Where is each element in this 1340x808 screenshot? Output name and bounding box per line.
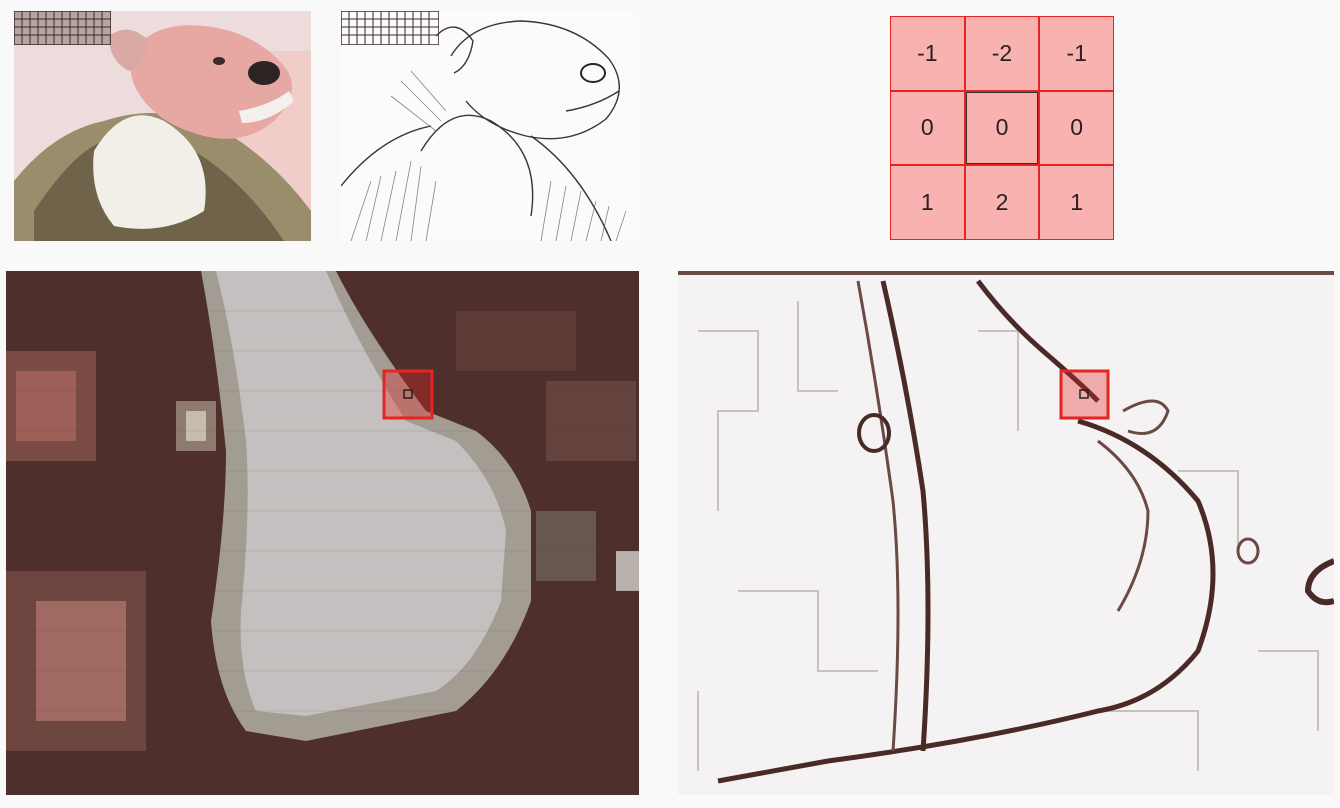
kernel-cell: -1 (1039, 16, 1114, 91)
kernel-cell: 1 (890, 165, 965, 240)
zoomed-edge-output-pixels (678, 271, 1334, 795)
sobel-kernel-matrix: -1 -2 -1 0 0 0 1 2 1 (890, 16, 1114, 240)
edge-detected-image-thumbnail (341, 11, 639, 241)
kernel-cell: 0 (890, 90, 965, 166)
kernel-cell: -1 (890, 16, 965, 91)
original-image-thumbnail (14, 11, 311, 241)
kernel-cell: -2 (964, 16, 1040, 91)
kernel-cell: 2 (964, 165, 1040, 240)
kernel-center-cell: 0 (964, 90, 1040, 166)
zoomed-original-pixels (6, 271, 639, 795)
kernel-cell: 0 (1039, 90, 1114, 166)
kernel-cell: 1 (1039, 165, 1114, 240)
convolution-window-grid (341, 11, 439, 45)
convolution-window-grid (14, 11, 111, 45)
